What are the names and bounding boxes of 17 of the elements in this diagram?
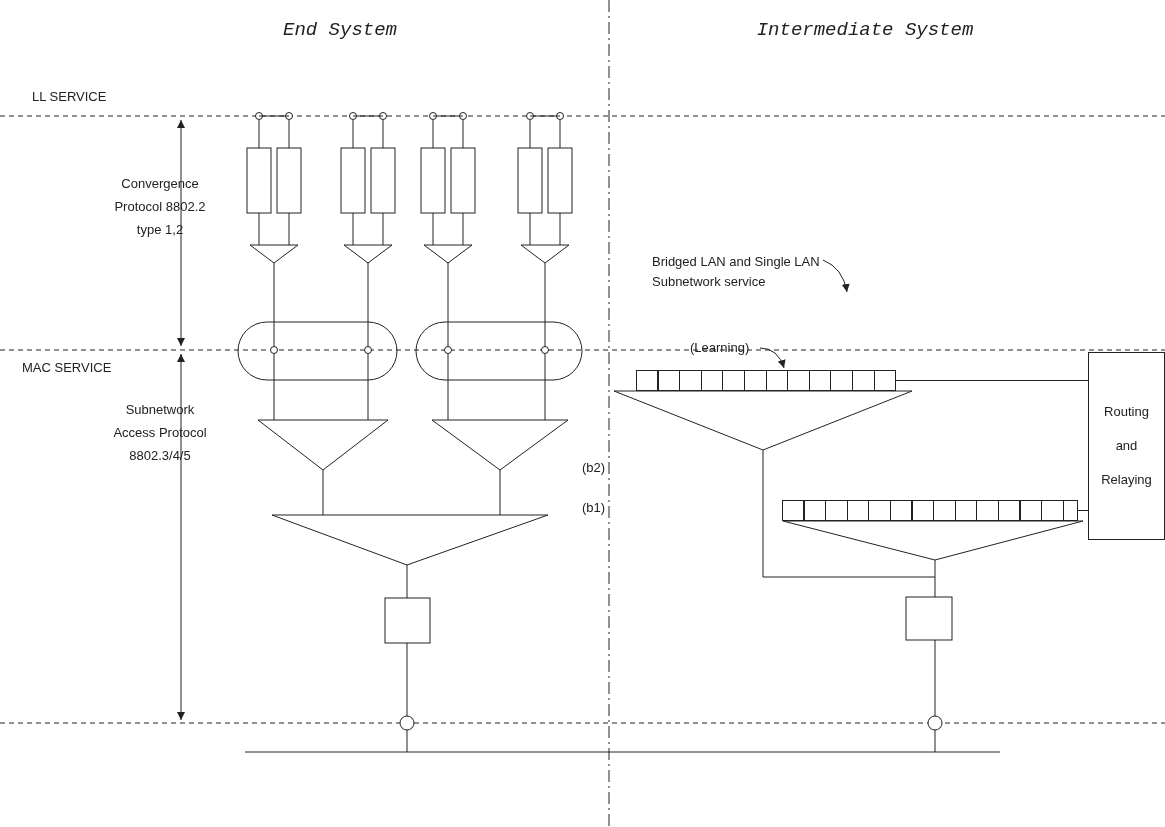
buffer-queue bbox=[782, 500, 1078, 521]
layer-label: Subnetwork Access Protocol 8802.3/4/5 bbox=[112, 401, 208, 465]
connector-line bbox=[759, 347, 786, 369]
section-title: End System bbox=[282, 20, 398, 40]
section-title: Intermediate System bbox=[755, 20, 975, 40]
connector-line bbox=[1077, 510, 1089, 511]
annotation-text: Bridged LAN and Single LAN Subnetwork service bbox=[652, 252, 822, 292]
service-label: MAC SERVICE bbox=[22, 359, 113, 377]
service-label: LL SERVICE bbox=[32, 88, 108, 106]
callout-label: (b2) bbox=[582, 459, 607, 477]
pointer-arrow bbox=[822, 259, 850, 293]
connector-line bbox=[895, 380, 1089, 381]
annotation-text: (Learning) bbox=[690, 338, 754, 358]
callout-label: (b1) bbox=[582, 499, 607, 517]
layer-label: Convergence Protocol 8802.2 type 1,2 bbox=[113, 175, 207, 239]
process-box: Routing and Relaying bbox=[1088, 352, 1165, 540]
buffer-queue bbox=[636, 370, 896, 391]
